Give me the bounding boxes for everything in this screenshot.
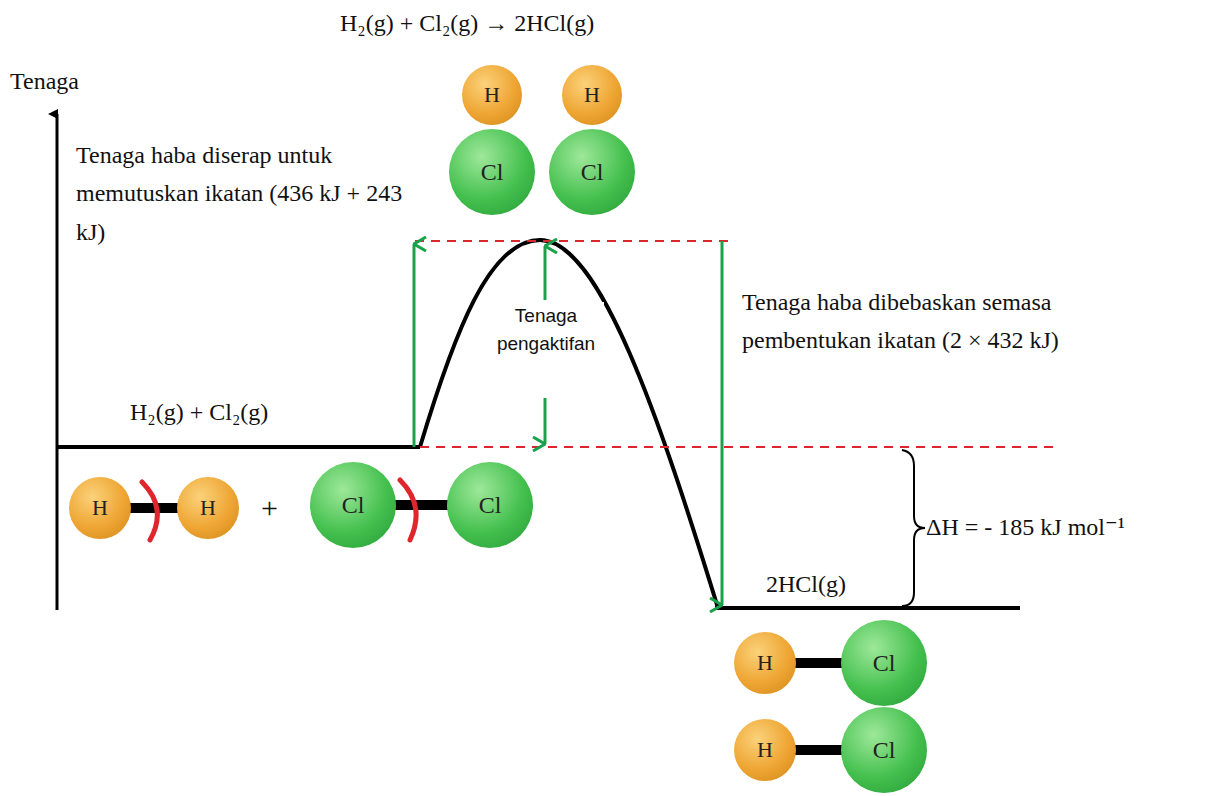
atom-symbol: H xyxy=(584,82,600,108)
chlorine-atom: Cl xyxy=(841,707,927,793)
chlorine-atom: Cl xyxy=(549,129,635,215)
atom-symbol: Cl xyxy=(581,159,604,186)
atom-symbol: H xyxy=(757,650,773,676)
reactant-dash xyxy=(420,446,1060,448)
chemical-bond xyxy=(794,745,843,755)
chlorine-atom: Cl xyxy=(841,620,927,706)
energy-axis xyxy=(56,114,59,610)
diagram-label: 2HCl(g) xyxy=(766,565,906,603)
diagram-label: + xyxy=(261,484,291,532)
diagram-label: H₂(g) + Cl₂(g) xyxy=(130,393,370,431)
diagram-label: Tenaga haba dibebaskan semasa pembentuka… xyxy=(742,283,1082,360)
chlorine-atom: Cl xyxy=(310,462,396,548)
diagram-label: ΔH = - 185 kJ mol⁻¹ xyxy=(926,508,1196,546)
diagram-label: Tenaga xyxy=(10,62,150,100)
atom-symbol: H xyxy=(757,737,773,763)
atom-symbol: Cl xyxy=(873,650,896,677)
chlorine-atom: Cl xyxy=(447,462,533,548)
activation-arrow-down xyxy=(544,398,547,444)
atom-symbol: Cl xyxy=(479,492,502,519)
hydrogen-atom: H xyxy=(734,719,796,781)
product-level xyxy=(715,606,1020,610)
atom-symbol: H xyxy=(92,495,108,521)
bond-cut-mark xyxy=(400,480,416,540)
atom-symbol: Cl xyxy=(481,159,504,186)
release-arrow xyxy=(721,241,724,605)
diagram-label: Tenaga haba diserap untuk memutuskan ika… xyxy=(76,136,411,251)
peak-dash xyxy=(415,240,735,242)
chemical-bond xyxy=(794,658,843,668)
hydrogen-atom: H xyxy=(462,65,522,125)
hydrogen-atom: H xyxy=(177,477,239,539)
atom-symbol: H xyxy=(484,82,500,108)
bond-cut-mark xyxy=(142,482,157,540)
delta-h-brace xyxy=(902,450,925,606)
energy-curve xyxy=(420,240,718,608)
reaction-equation: H₂(g) + Cl₂(g) → 2HCl(g) xyxy=(340,4,594,42)
chemical-bond xyxy=(394,500,449,510)
absorb-arrow xyxy=(413,244,416,447)
hydrogen-atom: H xyxy=(734,632,796,694)
chlorine-atom: Cl xyxy=(449,129,535,215)
atom-symbol: Cl xyxy=(342,492,365,519)
activation-arrow-up xyxy=(544,246,547,300)
atom-symbol: Cl xyxy=(873,737,896,764)
atom-symbol: H xyxy=(200,495,216,521)
diagram-label: Tenaga pengaktifan xyxy=(488,302,604,357)
hydrogen-atom: H xyxy=(69,477,131,539)
hydrogen-atom: H xyxy=(562,65,622,125)
reactant-level xyxy=(57,445,420,449)
